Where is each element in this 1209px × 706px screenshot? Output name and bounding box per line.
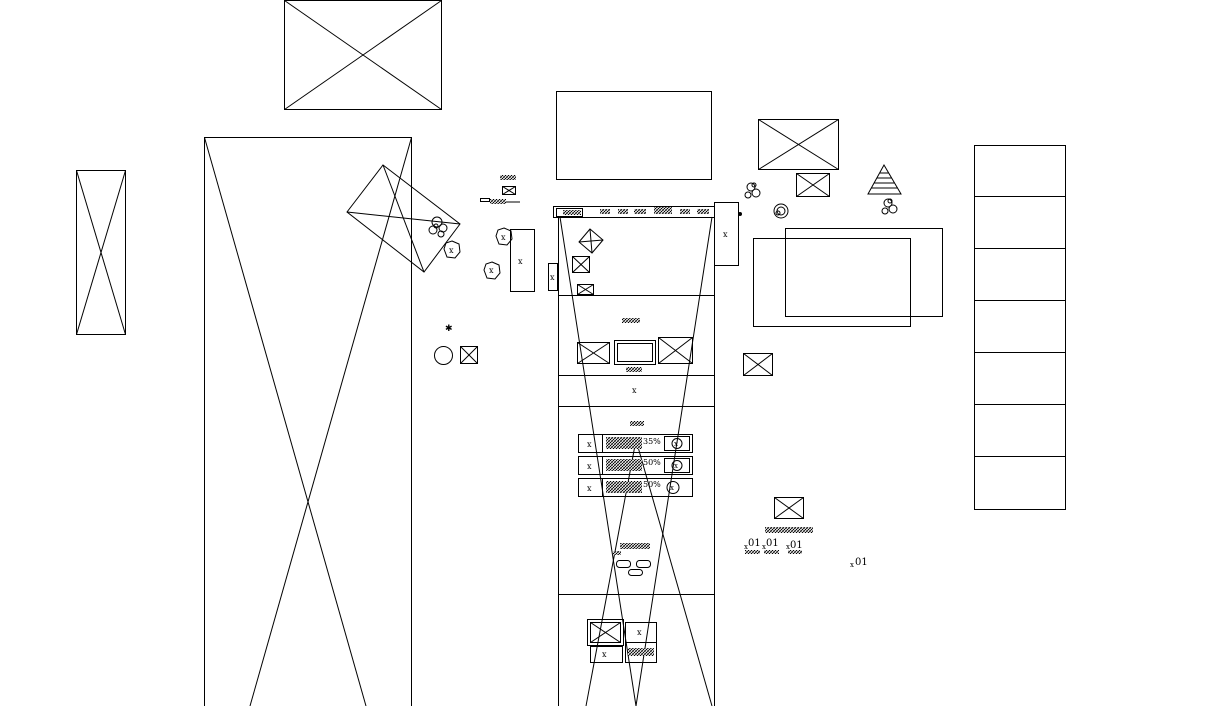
overlay-panel-front[interactable] [753,238,911,327]
svg-text:x: x [550,273,555,282]
right-stack[interactable] [974,145,1066,510]
asterisk-icon: ✱ [445,324,453,334]
svg-text:x: x [786,543,790,551]
flower-icon [773,203,789,219]
svg-text:✱: ✱ [445,324,453,334]
top-image-placeholder[interactable] [284,0,442,110]
flower-icon [428,216,448,238]
small-panel[interactable]: x [510,229,535,292]
round-button[interactable] [434,346,453,365]
small-image-placeholder[interactable] [796,173,830,197]
rotated-placeholder[interactable] [346,164,461,273]
progress-percent: 35% [643,437,661,446]
stat-number: 01 [855,557,868,568]
svg-text:x: x [632,386,637,395]
social-links[interactable] [613,543,651,576]
footer-section: x x [587,619,657,663]
svg-text:x: x [587,462,592,471]
center-banner[interactable] [556,91,712,180]
right-image-placeholder[interactable] [758,119,839,170]
progress-list: x 35% x x 50% x x 50% x [578,421,693,497]
circle-x-icon[interactable]: x [495,227,513,246]
svg-text:x: x [501,233,506,242]
stat-number: 01 [790,540,803,551]
svg-text:x: x [518,257,523,266]
svg-text:x: x [723,230,728,239]
small-tab[interactable]: x [548,263,558,291]
svg-text:x: x [674,440,678,448]
stat-number: 01 [766,538,779,549]
svg-text:x: x [587,440,592,449]
center-navbar[interactable] [553,206,715,218]
stat-item: x 01 [850,557,868,569]
large-image-placeholder[interactable] [204,137,412,706]
stat-item: x 01 [786,540,803,554]
section-two [577,318,693,372]
svg-text:x: x [489,266,494,275]
svg-text:x: x [744,543,748,551]
stats-cluster: x 01 x 01 x 01 x 01 [744,497,868,569]
diamond-icon [578,228,604,254]
mini-header-block [480,175,520,204]
flower-icon [744,182,761,199]
tree-icon [867,163,902,195]
section-three-close[interactable]: x [632,386,637,395]
hero-side-panel[interactable]: x [714,202,743,266]
svg-text:x: x [637,628,642,637]
small-image-placeholder[interactable] [460,346,478,364]
progress-percent: 50% [643,480,661,489]
small-image-placeholder[interactable] [743,353,773,376]
svg-text:x: x [602,650,607,659]
stat-item: x 01 [762,538,779,554]
stat-number: 01 [748,538,761,549]
overlay-panel-back[interactable] [785,228,943,317]
progress-percent: 50% [643,458,661,467]
svg-text:x: x [449,246,454,255]
circle-x-icon[interactable]: x [483,261,501,280]
progress-row[interactable]: x 35% x [578,434,693,453]
small-image-placeholder[interactable] [572,256,590,273]
svg-text:x: x [762,543,766,551]
svg-text:x: x [670,484,674,492]
small-image-placeholder[interactable] [577,284,594,295]
circle-x-icon[interactable]: x [443,240,461,259]
progress-row[interactable]: x 50% x [578,478,693,497]
svg-text:x: x [674,462,678,470]
stat-item: x 01 [744,538,761,554]
progress-row[interactable]: x 50% x [578,456,693,475]
svg-text:x: x [587,484,592,493]
flower-icon [881,198,898,215]
left-sidebar-placeholder[interactable] [76,170,126,335]
svg-text:x: x [850,561,854,569]
